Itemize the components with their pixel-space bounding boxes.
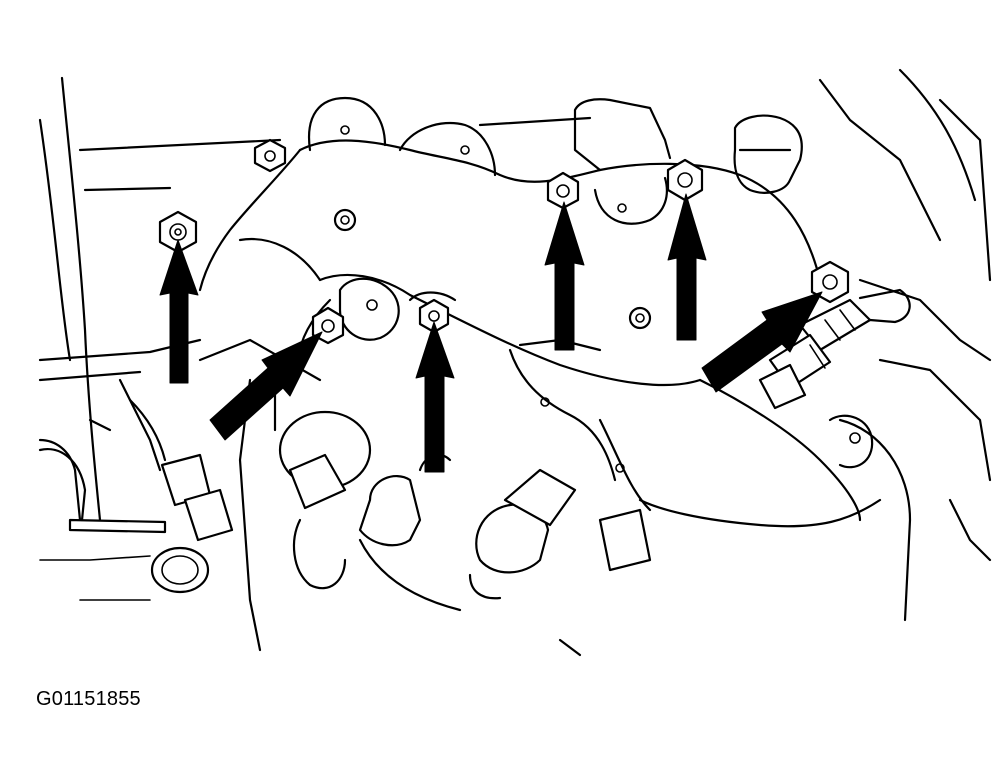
sensor-left (38, 398, 234, 594)
bolt-left (158, 210, 198, 254)
hose-fittings (278, 410, 652, 612)
arrow-bolt-right (701, 291, 823, 393)
bolt-top-right (666, 158, 704, 202)
arrow-bolt-top-right (667, 193, 707, 341)
oxygen-sensor-right (758, 288, 911, 410)
manifold-flanges (307, 96, 874, 469)
callout-arrows (159, 193, 823, 473)
arrow-bolt-top-center (544, 201, 585, 351)
bolt-top-center (546, 171, 580, 210)
arrow-bolt-left (159, 239, 199, 384)
engine-background-outline (38, 68, 992, 657)
bolt-top-left-small (253, 138, 287, 173)
arrow-bolt-center-left (209, 331, 323, 441)
bolt-center (418, 298, 450, 334)
arrow-bolt-center (415, 321, 455, 473)
stud-holes (333, 125, 861, 473)
figure-id-label: G01151855 (36, 688, 141, 710)
